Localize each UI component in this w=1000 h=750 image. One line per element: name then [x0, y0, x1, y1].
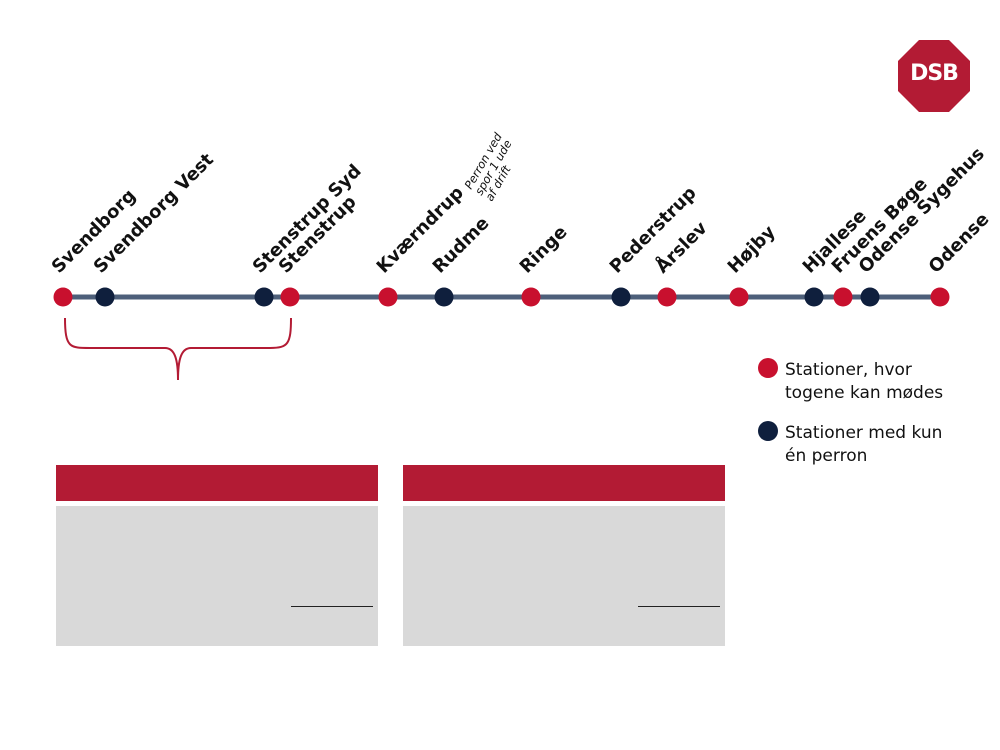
station-dot-kvaerndrup [378, 287, 398, 307]
panel-left-body [56, 506, 378, 646]
station-label-stenstrup-syd: Stenstrup Syd [249, 161, 366, 278]
legend-single-dot [758, 421, 778, 441]
station-dot-svendborg-vest [95, 287, 115, 307]
station-dot-odense-sygehus [860, 287, 880, 307]
station-dot-fruens-boge [833, 287, 853, 307]
station-dot-ringe [521, 287, 541, 307]
legend-crossing-label: Stationer, hvor togene kan mødes [785, 360, 943, 403]
dsb-logo-text: DSB [910, 61, 958, 86]
legend-crossing-dot [758, 358, 778, 378]
station-dot-rudme [434, 287, 454, 307]
section-brace [64, 317, 292, 381]
legend: Stationer, hvor togene kan mødes Station… [758, 358, 948, 466]
panel-left-header [56, 465, 378, 501]
dsb-logo-octagon [898, 40, 970, 112]
legend-single-label: Stationer med kun én perron [785, 423, 948, 466]
panel-right-header [403, 465, 725, 501]
panel-right-signature-line [638, 606, 720, 607]
station-label-hojby: Højby [724, 221, 780, 277]
station-dot-svendborg [53, 287, 73, 307]
station-dot-arslev [657, 287, 677, 307]
station-dot-stenstrup [280, 287, 300, 307]
panel-right-body [403, 506, 725, 646]
station-dot-stenstrup-syd [254, 287, 274, 307]
station-dot-odense [930, 287, 950, 307]
platform-note: Perron ved spor 1 ude af drift [461, 127, 527, 203]
station-dot-hojby [729, 287, 749, 307]
panel-left-signature-line [291, 606, 373, 607]
station-dot-pederstrup [611, 287, 631, 307]
station-dot-hjallese [804, 287, 824, 307]
station-label-odense-sygehus: Odense Sygehus [855, 144, 989, 278]
station-label-ringe: Ringe [516, 222, 572, 278]
station-label-odense: Odense [925, 209, 994, 278]
dsb-logo: DSB [898, 40, 970, 112]
